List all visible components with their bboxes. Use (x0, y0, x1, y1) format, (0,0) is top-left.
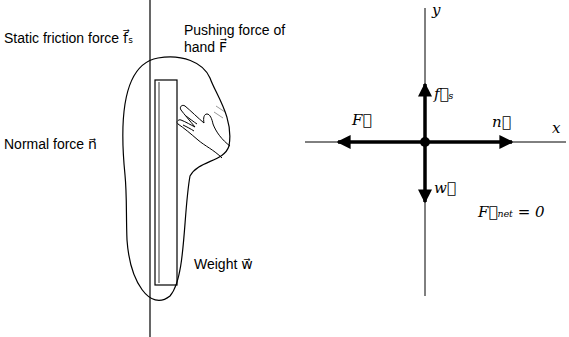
book-spine (159, 82, 160, 283)
vector-label: F⃗ (352, 112, 382, 129)
vector-label: n⃗ (492, 114, 522, 131)
particle-dot (420, 137, 430, 147)
hand-drawing (177, 105, 230, 158)
force-label: Normal force n⃗ (4, 136, 120, 153)
vector-label: w⃗ (434, 180, 464, 197)
wall-line (149, 0, 150, 337)
weight-vector (423, 142, 427, 202)
vector-label: f⃗ₛ (434, 86, 464, 103)
net-force-label: F⃗ₙₑₜ = 0 (478, 204, 564, 221)
friction-vector (423, 84, 427, 142)
force-label: Pushing force of hand F⃗ (184, 22, 294, 56)
force-label: Weight w⃗ (194, 256, 284, 273)
push-vector (338, 140, 425, 144)
book-rect (155, 80, 177, 285)
normal-vector (425, 140, 512, 144)
x-axis (305, 142, 566, 143)
axis-label: x (552, 120, 566, 137)
axis-label: y (432, 2, 452, 19)
y-axis (425, 8, 426, 296)
force-label: Static friction force f⃗ₛ (4, 30, 150, 47)
